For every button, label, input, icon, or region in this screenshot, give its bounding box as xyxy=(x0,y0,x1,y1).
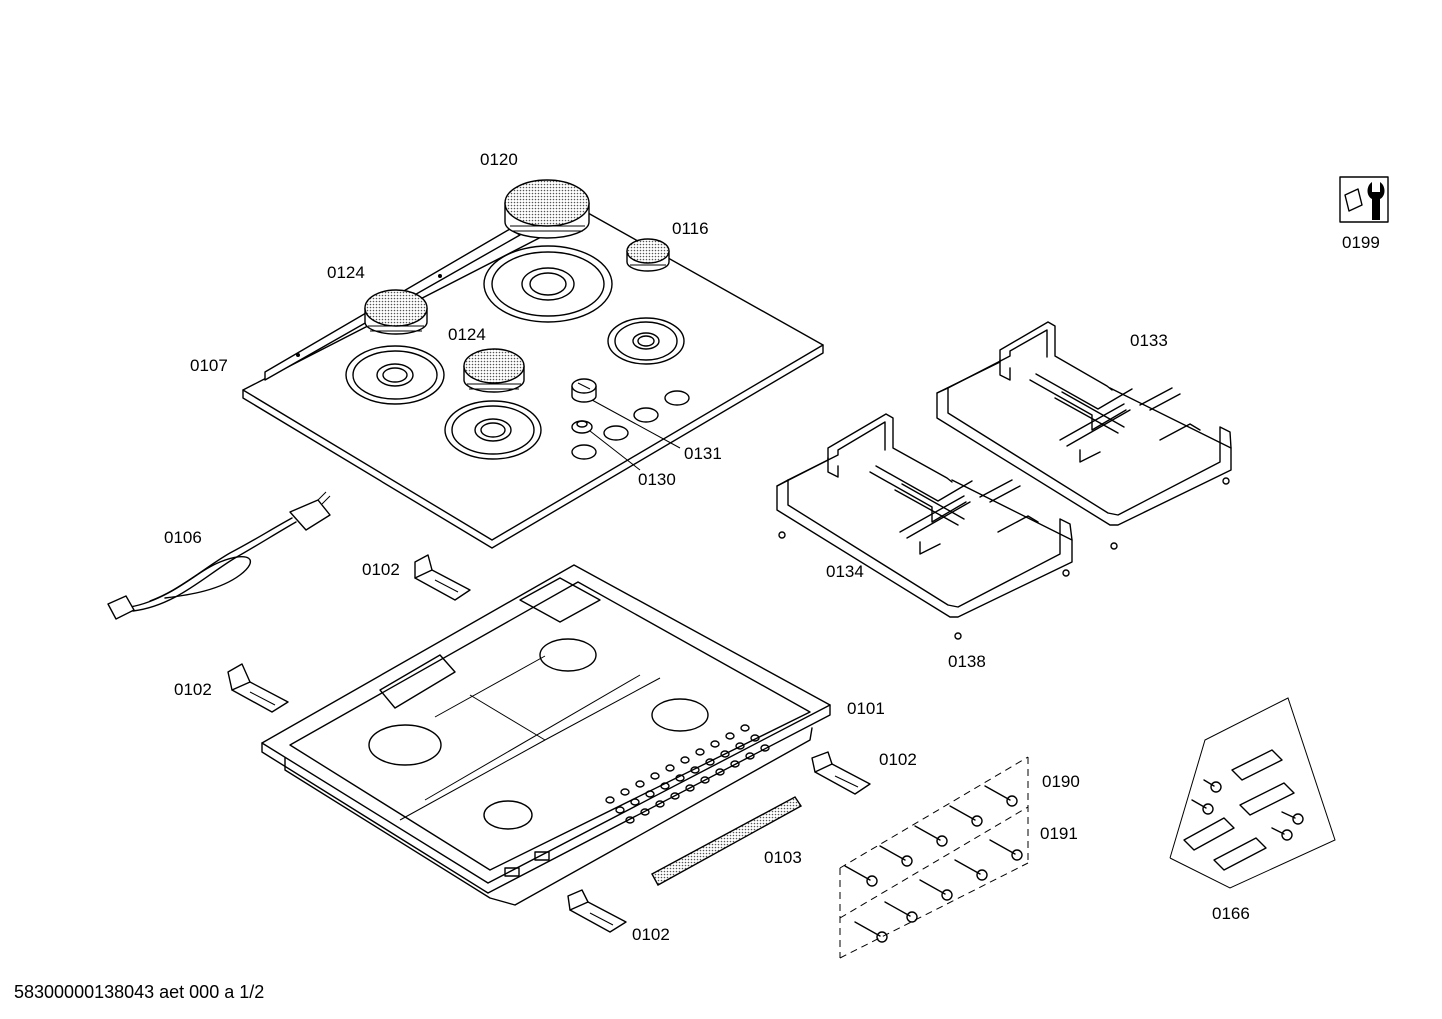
part-label-0124: 0124 xyxy=(448,325,486,344)
wrench-icon xyxy=(1339,176,1389,223)
part-label-0120: 0120 xyxy=(480,150,518,169)
vent-holes xyxy=(605,724,770,824)
clip-top xyxy=(414,554,471,601)
part-label-0191: 0191 xyxy=(1040,824,1078,843)
part-label-0101: 0101 xyxy=(847,699,885,718)
power-cord xyxy=(107,491,331,620)
burner-cap-large xyxy=(504,179,590,239)
pan-support-right xyxy=(936,321,1232,550)
part-label-0124: 0124 xyxy=(327,263,365,282)
part-label-0102: 0102 xyxy=(632,925,670,944)
burner-cap-medium-left xyxy=(364,289,428,335)
part-label-0134: 0134 xyxy=(826,562,864,581)
burner-cap-small xyxy=(626,238,670,272)
clip-set-pack xyxy=(1169,697,1336,889)
part-label-0102: 0102 xyxy=(362,560,400,579)
part-label-0131: 0131 xyxy=(684,444,722,463)
document-code: 58300000138043 aet 000 a 1/2 xyxy=(14,982,265,1002)
part-label-0102: 0102 xyxy=(879,750,917,769)
seal-strip xyxy=(651,796,803,886)
part-label-0106: 0106 xyxy=(164,528,202,547)
part-label-0102: 0102 xyxy=(174,680,212,699)
part-label-0103: 0103 xyxy=(764,848,802,867)
part-label-0130: 0130 xyxy=(638,470,676,489)
part-label-0190: 0190 xyxy=(1042,772,1080,791)
part-label-0107: 0107 xyxy=(190,356,228,375)
part-label-0166: 0166 xyxy=(1212,904,1250,923)
part-label-0133: 0133 xyxy=(1130,331,1168,350)
part-label-0199: 0199 xyxy=(1342,233,1380,252)
bottom-tray xyxy=(261,564,831,906)
knob-seat xyxy=(571,420,641,471)
control-knob xyxy=(571,378,681,449)
part-label-0138: 0138 xyxy=(948,652,986,671)
part-label-0116: 0116 xyxy=(672,219,709,238)
burner-cap-medium-front xyxy=(463,348,525,393)
pan-support-left xyxy=(776,413,1073,640)
screw-set xyxy=(839,756,1029,959)
clip-right xyxy=(811,751,871,795)
clip-bottom xyxy=(567,889,627,933)
clip-left xyxy=(227,663,289,713)
